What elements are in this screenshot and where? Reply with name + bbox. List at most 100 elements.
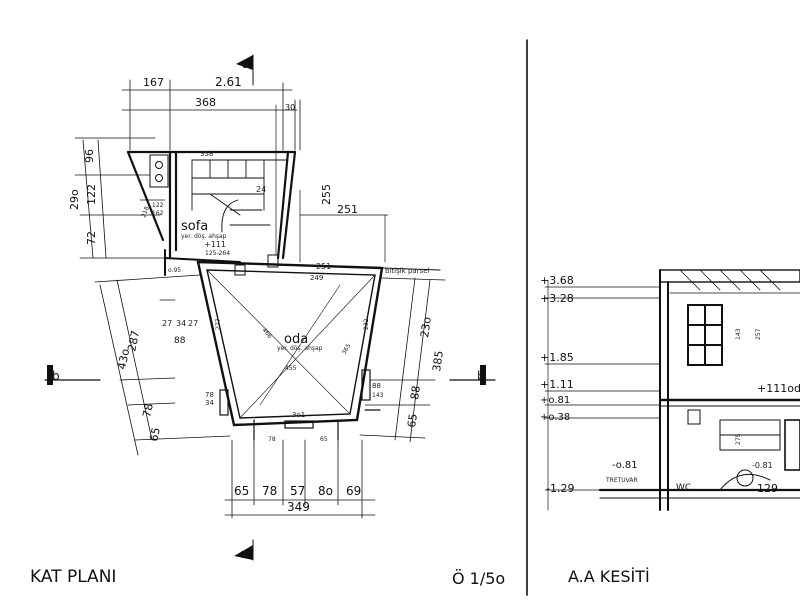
section-d275: 275 xyxy=(735,433,742,445)
section-text: +3.68 +3.28 +1.85 +1.11 +o.81 +o.38 -1.2… xyxy=(540,274,800,586)
dim-249: 249 xyxy=(310,274,323,282)
section-roof-truss xyxy=(669,269,800,294)
dim-385: 385 xyxy=(430,350,446,373)
section-mark-b-right xyxy=(449,365,496,385)
dim-455: 455 xyxy=(285,365,297,372)
stove-detail xyxy=(149,154,169,188)
stair-side-dims xyxy=(139,104,389,263)
section-d257: 257 xyxy=(755,328,762,340)
room-openings xyxy=(219,369,381,441)
section-building xyxy=(598,269,800,511)
dim-34a: 34 xyxy=(176,319,186,328)
section-mark-a-top xyxy=(236,54,254,86)
dim-88: 88 xyxy=(174,336,186,346)
level-185: +1.85 xyxy=(540,351,574,364)
room-level-sofa: +111 xyxy=(204,240,226,249)
plan-text: 167 2.61 368 30 96 29o 122 72 358 255 25… xyxy=(30,75,505,588)
dim-65s: 65 xyxy=(320,436,328,443)
dim-251b: 251 xyxy=(316,262,331,271)
room-name-oda: oda xyxy=(284,332,308,347)
chain-78: 78 xyxy=(262,484,277,498)
dim-255: 255 xyxy=(320,184,333,205)
dim-72: 72 xyxy=(85,231,98,245)
mark-b-right: b xyxy=(477,369,485,383)
dim-261: 2.61 xyxy=(215,75,242,89)
level-368: +3.68 xyxy=(540,274,574,287)
mark-a-top: a xyxy=(242,57,249,71)
dim-287: 287 xyxy=(125,329,142,352)
dim-78l: 78 xyxy=(205,391,214,399)
section-level-lines xyxy=(544,279,800,511)
dim-290: 29o xyxy=(68,189,81,210)
dim-78: 78 xyxy=(140,402,156,418)
room-name-sofa: sofa xyxy=(181,219,208,234)
left-dimension-lines xyxy=(74,137,166,259)
section-room-oda: +111oda xyxy=(757,382,800,395)
dim-143: 143 xyxy=(372,392,384,399)
dim-27b: 27 xyxy=(188,319,198,328)
section-title: A.A KESİTİ xyxy=(568,567,650,586)
dim-251: 251 xyxy=(337,203,358,216)
dim-301: 3o1 xyxy=(292,411,305,419)
dim-232: 232 xyxy=(363,318,370,330)
dim-65: 65 xyxy=(147,426,163,442)
level-111: +1.11 xyxy=(540,378,574,391)
adjacent-plot-line xyxy=(381,267,441,271)
dim-230: 23o xyxy=(418,316,434,339)
level-081: +o.81 xyxy=(540,395,570,406)
dim-122: 122 xyxy=(85,184,98,205)
level-038: +o.38 xyxy=(540,412,570,423)
section-d143: 143 xyxy=(735,328,742,340)
room-floor-oda: yer. döş. ahşap xyxy=(277,345,323,352)
plan-title: KAT PLANI xyxy=(30,567,116,587)
left-dim-chain xyxy=(94,274,231,456)
right-dim-chain xyxy=(359,277,446,443)
section-letters: a a b b xyxy=(52,57,485,561)
dim-277: 277 xyxy=(215,318,222,330)
dim-24: 24 xyxy=(256,185,266,194)
dim-88r: 88 xyxy=(372,382,381,390)
room-floor-sofa: yer. döş. ahşap xyxy=(181,233,227,240)
section-window xyxy=(687,304,723,366)
chain-80: 8o xyxy=(318,484,333,498)
mark-b-left: b xyxy=(52,369,60,383)
dim-65b: 65 xyxy=(405,413,420,429)
section-tretuvar: TRETUVAR xyxy=(605,477,638,484)
dim-368: 368 xyxy=(195,96,216,109)
stair-treads xyxy=(191,159,289,233)
mark-a-bottom: a xyxy=(240,547,247,561)
dim-466: 466 xyxy=(260,327,273,340)
level-328: +3.28 xyxy=(540,292,574,305)
level-081b: -o.81 xyxy=(612,460,638,471)
dim-358: 358 xyxy=(200,150,213,158)
chain-69: 69 xyxy=(346,484,361,498)
chain-65: 65 xyxy=(234,484,249,498)
dim-167: 167 xyxy=(143,76,164,89)
section-wc: WC xyxy=(676,483,691,493)
section-mark-a-bottom xyxy=(234,539,254,561)
section-d129: 129 xyxy=(757,482,778,495)
plan-scale: Ö 1/5o xyxy=(452,569,505,588)
dim-218: 218 xyxy=(140,205,151,218)
dim-30: 30 xyxy=(285,103,295,112)
dim-34: 34 xyxy=(205,399,214,407)
dim-122s: 122 xyxy=(152,202,164,209)
dim-430: 43o xyxy=(115,347,132,370)
section-ground-floor-details xyxy=(687,409,800,491)
dim-162: 162 xyxy=(152,210,164,217)
top-dimension-lines xyxy=(121,79,301,151)
section-d081: -0.81 xyxy=(752,461,773,470)
chain-57: 57 xyxy=(290,484,305,498)
chain-total-349: 349 xyxy=(287,500,310,514)
wall-note: bitişik parsel xyxy=(385,267,430,275)
section-mark-b-left xyxy=(44,365,101,385)
room-diagonals xyxy=(206,269,376,419)
dim-96: 96 xyxy=(83,149,96,163)
dim-365: 365 xyxy=(341,342,353,356)
dim-095: o.95 xyxy=(168,267,181,274)
bottom-dim-chain xyxy=(224,439,376,519)
room-dims-sofa: 125-264 xyxy=(205,250,230,257)
level-129: -1.29 xyxy=(546,482,574,495)
dim-88b: 88 xyxy=(408,385,423,401)
